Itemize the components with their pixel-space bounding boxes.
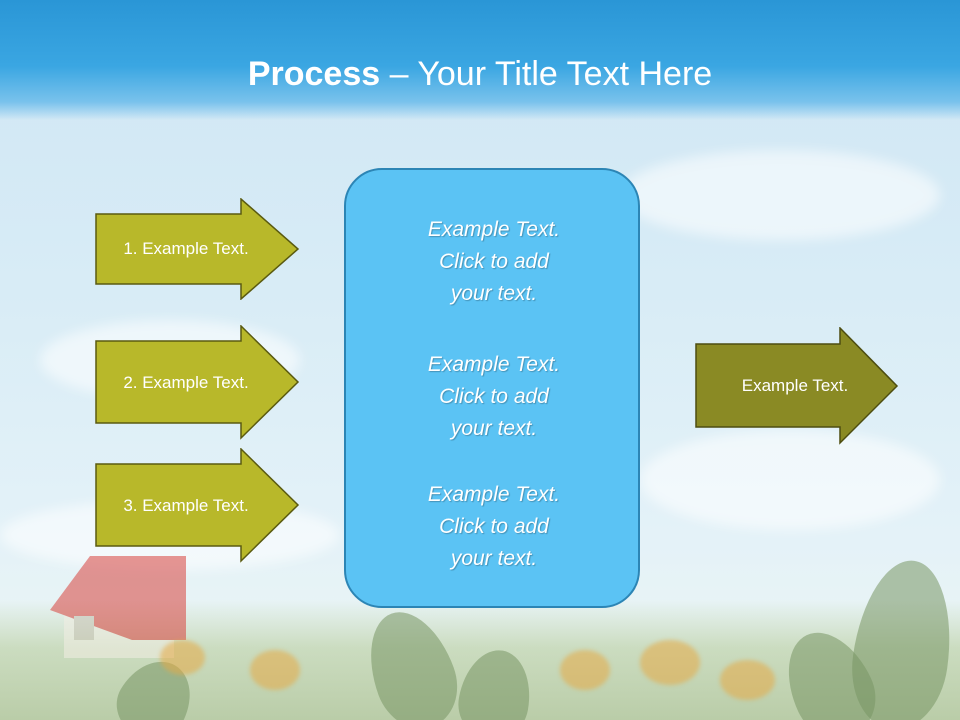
left-arrow-3[interactable]: 3. Example Text. [95,448,300,563]
arrow-shape [695,327,899,445]
center-text-block-1: Example Text. Click to add your text. [346,214,642,310]
left-arrow-label: 3. Example Text. [123,495,249,515]
flower-decoration [250,650,300,690]
left-arrow-label: 1. Example Text. [123,239,249,258]
title-bar [0,0,960,120]
house-illustration [50,556,186,658]
flower-decoration [560,650,610,690]
center-text-line: your text. [450,547,538,570]
flower-decoration [640,640,700,685]
center-content-box[interactable]: Example Text. Click to add your text. Ex… [344,168,640,608]
center-text-line: Click to add [439,515,549,538]
center-text-line: Example Text. [427,483,561,506]
center-text-line: your text. [450,417,538,440]
left-arrow-1[interactable]: 1. Example Text. [95,198,300,300]
center-text-block-3: Example Text. Click to add your text. [346,479,642,575]
center-text-line: your text. [450,282,538,305]
center-text-line: Example Text. [427,353,561,376]
cloud-decoration [620,150,940,240]
right-arrow-label: Example Text. [741,376,849,395]
cloud-decoration [640,430,940,530]
arrow-shape [95,325,300,440]
center-text-line: Click to add [439,250,549,273]
title-bold: Process [247,55,381,93]
flower-decoration [720,660,775,700]
right-arrow[interactable]: Example Text. [695,327,899,445]
title-rest: – Your Title Text Here [380,55,713,93]
left-arrow-label: 2. Example Text. [123,372,249,392]
arrow-shape [95,448,300,563]
arrow-shape [95,198,300,300]
page-title[interactable]: Process – Your Title Text Here [0,52,960,96]
left-arrow-2[interactable]: 2. Example Text. [95,325,300,440]
flower-decoration [160,640,205,675]
center-text-line: Example Text. [427,218,561,241]
center-text-line: Click to add [439,385,549,408]
center-text-block-2: Example Text. Click to add your text. [346,349,642,445]
